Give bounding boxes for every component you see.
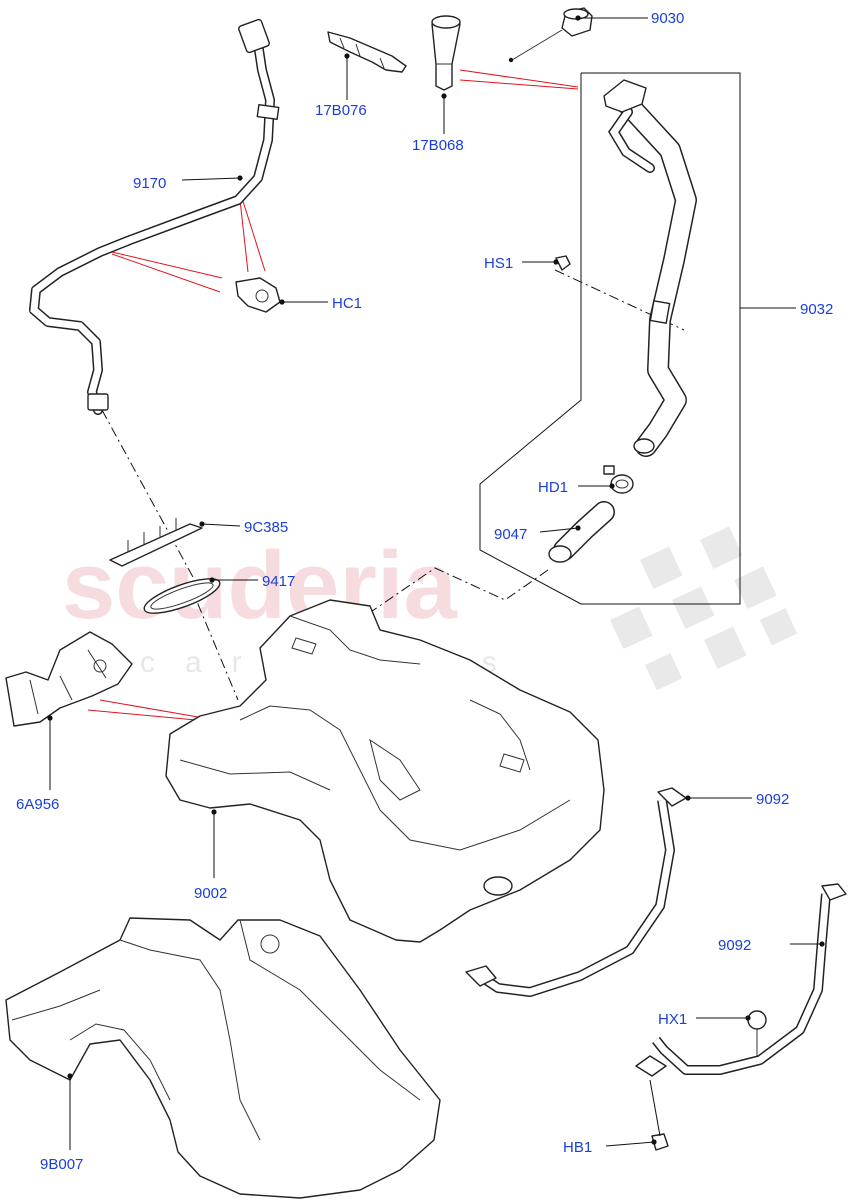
reference-lines: [87, 69, 579, 721]
callout-labels: 9030 17B076 17B068 9170 HS1 9032 HC1 HD1…: [16, 10, 833, 1173]
callout-17B076[interactable]: 17B076: [315, 102, 367, 119]
heat-shield-6A956: [5, 631, 133, 727]
callout-17B068[interactable]: 17B068: [412, 137, 464, 154]
callout-HD1[interactable]: HD1: [538, 479, 568, 496]
vapour-pipe-9170: [29, 18, 280, 415]
checkered-flag-watermark: [610, 526, 798, 691]
fuel-cap-9030: [508, 7, 593, 63]
callout-HB1[interactable]: HB1: [563, 1139, 592, 1156]
screw-HS1: [555, 255, 571, 271]
callout-9C385[interactable]: 9C385: [244, 519, 288, 536]
assembly-centerlines: [101, 269, 685, 701]
callout-9032[interactable]: 9032: [800, 301, 833, 318]
undertray-9B007: [5, 917, 441, 1199]
watermark-brand: scuderia: [62, 532, 457, 639]
hose-9047: [548, 501, 615, 563]
callout-9002[interactable]: 9002: [194, 885, 227, 902]
callout-6A956[interactable]: 6A956: [16, 796, 59, 813]
flange-9C385: [109, 518, 203, 567]
callout-9092-lower[interactable]: 9092: [718, 937, 751, 954]
clip-HC1: [235, 277, 281, 313]
callout-9030[interactable]: 9030: [651, 10, 684, 27]
strap-9092-lower: [635, 883, 847, 1077]
filler-neck-9032: [603, 79, 697, 457]
assembly-frame-9032: [479, 72, 741, 605]
callout-9047[interactable]: 9047: [494, 526, 527, 543]
funnel-17B068: [431, 15, 461, 91]
callout-9170[interactable]: 9170: [133, 175, 166, 192]
leader-lines: [47, 15, 825, 1150]
seal-ring-9417: [143, 578, 221, 614]
callout-9B007[interactable]: 9B007: [40, 1156, 83, 1173]
callout-HX1[interactable]: HX1: [658, 1011, 687, 1028]
callout-9092-upper[interactable]: 9092: [756, 791, 789, 808]
nut-HX1: [747, 1010, 767, 1056]
hose-clamp-HD1: [603, 465, 634, 494]
callout-9417[interactable]: 9417: [262, 573, 295, 590]
fuel-tank-9002: [165, 599, 605, 943]
callout-HC1[interactable]: HC1: [332, 295, 362, 312]
connector-17B076: [327, 31, 407, 73]
callout-HS1[interactable]: HS1: [484, 255, 513, 272]
